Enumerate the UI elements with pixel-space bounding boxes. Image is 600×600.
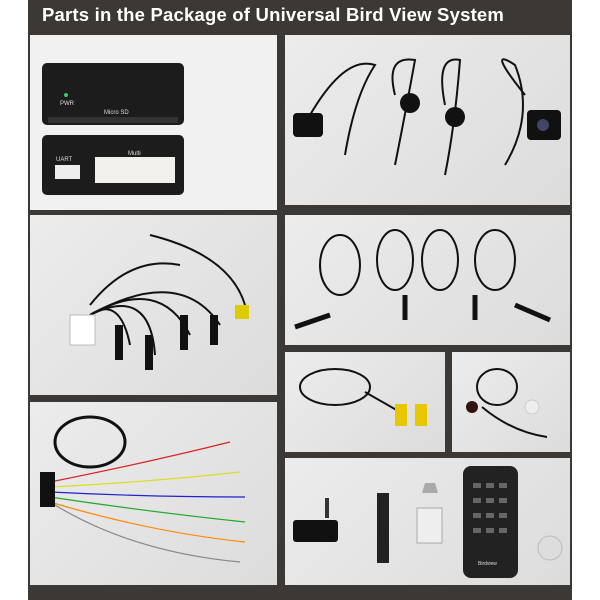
video-harness-photo bbox=[30, 215, 277, 395]
accessories-remote-photo: Birdview bbox=[285, 458, 570, 585]
power-harness-photo bbox=[30, 402, 277, 585]
pwr-label: PWR bbox=[60, 101, 74, 107]
ir-receiver-photo bbox=[452, 352, 570, 452]
multi-label: Multi bbox=[128, 151, 141, 157]
rca-cable-photo bbox=[285, 352, 445, 452]
uart-label: UART bbox=[56, 157, 73, 163]
micro-sd-label: Micro SD bbox=[104, 110, 129, 116]
page-title: Parts in the Package of Universal Bird V… bbox=[42, 4, 505, 25]
extension-cables-photo bbox=[285, 215, 570, 345]
remote-brand-label: Birdview bbox=[478, 561, 497, 567]
control-box-photo: PWR Micro SD UART Multi bbox=[30, 35, 277, 210]
cameras-photo bbox=[285, 35, 570, 205]
